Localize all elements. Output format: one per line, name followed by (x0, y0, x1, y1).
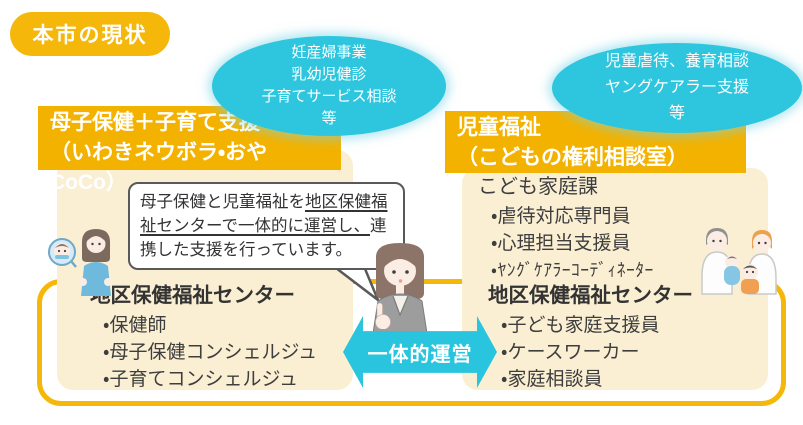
health-center-list-left: 地区保健福祉センター ・保健師 ・母子保健コンシェルジュ ・子育てコンシェルジュ (90, 282, 348, 393)
list-item: ・ﾔﾝｸﾞｹｱﾗｰｺｰﾃﾞｨﾈｰﾀｰ (491, 260, 654, 280)
maternal-services-line: 子育てサービス相談 (261, 88, 397, 105)
list-item: ・虐待対応専門員 (491, 206, 631, 227)
child-welfare-services-line: ヤングケアラー支援 (604, 79, 749, 96)
child-welfare-services-bubble: 児童虐待、養育相談 ヤングケアラー支援 等 (552, 43, 802, 133)
bubble-text-underlined: 地区保健 (305, 193, 371, 211)
speech-bubble: 母子保健と児童福祉を地区保健福祉センターで一体的に運営し、連携した支援を行ってい… (128, 182, 405, 270)
health-center-title-left: 地区保健福祉センター (90, 284, 295, 307)
bubble-text-underlined: 福祉センターで一体的に運営し、 (140, 193, 388, 235)
child-welfare-services-line: 等 (668, 105, 685, 122)
list-item: ・子育てコンシェルジュ (103, 369, 299, 390)
child-welfare-header-line2: （こどもの権利相談室） (457, 146, 688, 169)
child-welfare-services-line: 児童虐待、養育相談 (604, 53, 749, 70)
kodomo-katei-title: こども家庭課 (478, 176, 598, 198)
kodomo-katei-section: こども家庭課 ・虐待対応専門員 ・心理担当支援員 ・ﾔﾝｸﾞｹｱﾗｰｺｰﾃﾞｨﾈ… (478, 174, 762, 284)
list-item: ・子ども家庭支援員 (501, 315, 660, 336)
list-item: ・保健師 (103, 315, 167, 336)
health-center-title-right: 地区保健福祉センター (488, 284, 693, 307)
current-state-badge: 本市の現状 (10, 12, 170, 56)
integrated-operation-label: 一体的運営 (367, 343, 473, 366)
list-item: ・ケースワーカー (501, 342, 640, 363)
maternal-services-line: 等 (321, 110, 337, 127)
list-item: ・家庭相談員 (501, 369, 603, 390)
bubble-text: 連携した支援を行っています。 (140, 217, 387, 259)
child-welfare-header-line1: 児童福祉 (457, 116, 541, 139)
list-item: ・母子保健コンシェルジュ (103, 342, 318, 363)
mother-baby-icon (48, 229, 112, 296)
bubble-text: 母子保健と児童福祉を (140, 193, 305, 211)
health-center-list-right: 地区保健福祉センター ・子ども家庭支援員 ・ケースワーカー ・家庭相談員 (488, 282, 756, 393)
maternal-health-header-line1: 母子保健＋子育て支援 (50, 111, 260, 134)
maternal-services-bubble: 妊産婦事業 乳幼児健診 子育てサービス相談 等 (212, 36, 446, 136)
maternal-health-header-line2: （いわきネウボラ・おやCoCo） (50, 141, 268, 194)
list-item: ・心理担当支援員 (491, 233, 631, 254)
family-illustration (701, 228, 777, 295)
maternal-services-line: 妊産婦事業 (291, 44, 367, 61)
maternal-services-line: 乳幼児健診 (291, 66, 367, 83)
